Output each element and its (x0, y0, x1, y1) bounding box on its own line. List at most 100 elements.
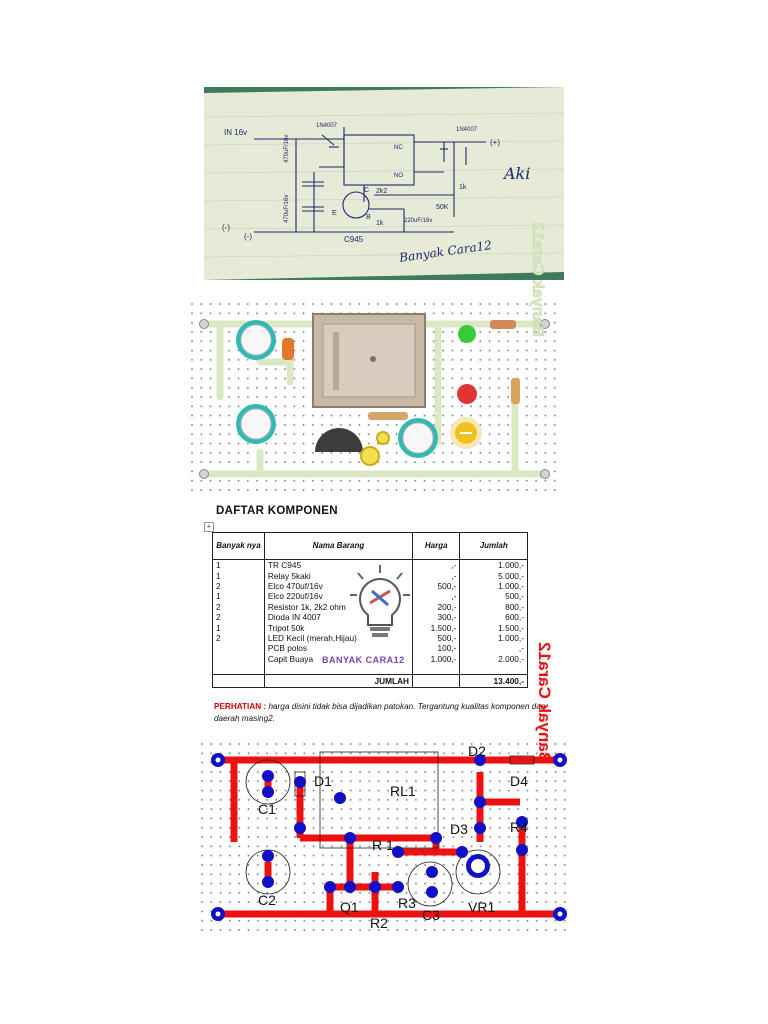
relay-rl1 (312, 313, 426, 408)
table-row (212, 663, 528, 675)
label-q1: Q1 (340, 899, 359, 915)
table-cell (212, 643, 265, 654)
table-cell: 1 (212, 570, 265, 581)
table-cell: 500,- (412, 580, 461, 592)
table-cell: 1.000,- (459, 559, 528, 571)
pcb-layout-board: D2 D1 RL1 D4 C1 D3 R4 R 1 C2 Q1 R3 C3 VR… (200, 642, 572, 932)
label-c945: C945 (344, 235, 364, 244)
label-470uf-bottom: 470uF/16v (284, 195, 290, 223)
table-cell: 500,- (412, 632, 461, 644)
table-cell (412, 663, 461, 675)
label-d1: D1 (314, 773, 332, 789)
notice-text: PERHATIAN : harga disini tidak bisa dija… (214, 701, 564, 725)
notice-label: PERHATIAN : (214, 702, 267, 711)
label-d3: D3 (450, 821, 468, 837)
capacitor-c1 (236, 320, 276, 360)
capacitor-c2 (236, 404, 276, 444)
label-d4: D4 (510, 773, 528, 789)
col-total-header: Jumlah (459, 532, 528, 560)
table-cell: 2 (212, 632, 265, 644)
transistor-q1 (315, 428, 363, 452)
table-cell: ,- (459, 643, 528, 654)
label-vr1: VR1 (468, 899, 495, 915)
table-cell: 1 (212, 559, 265, 571)
table-cell (263, 663, 414, 675)
table-cell: ,- (412, 559, 461, 571)
label-220uf: 220uF/16v (404, 218, 432, 224)
table-cell (212, 663, 265, 675)
table-cell: 500,- (459, 591, 528, 602)
table-cell: 1.000,- (459, 632, 528, 644)
col-qty-header: Banyak nya (212, 532, 265, 560)
label-470uf-top: 470uF/16v (284, 135, 290, 163)
label-r2: R2 (370, 915, 388, 931)
table-cell: 300,- (412, 611, 461, 623)
component-layout-board: Banyak Cara12 (190, 222, 562, 492)
total-row: JUMLAH 13.400,- (212, 674, 528, 689)
label-50k: 50K (436, 204, 449, 211)
board2-mirror-text: Banyak Cara12 (535, 642, 554, 764)
pad-row (199, 319, 550, 479)
label-2k2: 2k2 (376, 188, 387, 195)
table-cell: 2 (212, 601, 265, 612)
table-cell: ,- (412, 570, 461, 581)
label-r4: R4 (510, 819, 528, 835)
table-cell: 600,- (459, 611, 528, 623)
table-cell: 1.500,- (459, 622, 528, 633)
col-price-header: Harga (412, 532, 461, 560)
table-cell: 1.500,- (412, 622, 461, 633)
table-cell: 800,- (459, 601, 528, 612)
schematic-photo: IN 16v (-) (-) (+) Aki C945 1k 1k 2k2 50… (203, 87, 565, 280)
resistor-r2 (376, 431, 390, 445)
label-1k-mid: 1k (376, 220, 384, 227)
table-title: DAFTAR KOMPONEN (216, 505, 338, 517)
trimpot-vr1 (450, 417, 482, 449)
table-cell: ,- (412, 591, 461, 602)
led-red (457, 384, 477, 404)
diode-d2 (490, 320, 516, 329)
label-plus: (+) (490, 138, 500, 147)
label-aki: Aki (502, 164, 530, 183)
expand-icon[interactable]: + (204, 522, 214, 532)
table-cell: 2 (212, 611, 265, 623)
table-cell: 200,- (412, 601, 461, 612)
total-value: 13.400,- (459, 674, 528, 689)
label-c1: C1 (258, 801, 276, 817)
component-list: DAFTAR KOMPONEN + Banyak nya Nama Barang… (200, 505, 568, 737)
table-cell: 1 (212, 591, 265, 602)
resistor-r1 (368, 412, 408, 420)
capacitor-c3 (398, 418, 438, 458)
led-green (458, 325, 476, 343)
resistor-r4 (511, 378, 520, 404)
label-1n4007-b: 1N4007 (456, 127, 478, 133)
label-in: IN 16v (224, 128, 247, 137)
col-name-header: Nama Barang (263, 532, 414, 560)
table-cell: 1.000,- (412, 653, 461, 664)
table-cell: 5.000,- (459, 570, 528, 581)
label-r1: R 1 (372, 837, 394, 853)
label-r3: R3 (398, 895, 416, 911)
table-cell: 2 (212, 580, 265, 592)
pcb-layout-drawing: D2 D1 RL1 D4 C1 D3 R4 R 1 C2 Q1 R3 C3 VR… (200, 642, 572, 932)
lightbulb-watermark-icon (348, 563, 412, 659)
schematic-drawing: IN 16v (-) (-) (+) Aki C945 1k 1k 2k2 50… (203, 87, 565, 280)
table-cell: 2.000,- (459, 653, 528, 664)
label-d2: D2 (468, 743, 486, 759)
label-c3: C3 (422, 907, 440, 923)
table-cell: 1.000,- (459, 580, 528, 592)
label-rl1: RL1 (390, 783, 416, 799)
label-b: B (366, 214, 371, 221)
table-cell: 1 (212, 622, 265, 633)
total-label: JUMLAH (263, 674, 414, 689)
brand-watermark: BANYAK CARA12 (322, 655, 405, 665)
board1-mirror-text: Banyak Cara12 (529, 222, 546, 337)
label-1k-right: 1k (459, 184, 467, 191)
label-1n4007-a: 1N4007 (316, 123, 338, 129)
